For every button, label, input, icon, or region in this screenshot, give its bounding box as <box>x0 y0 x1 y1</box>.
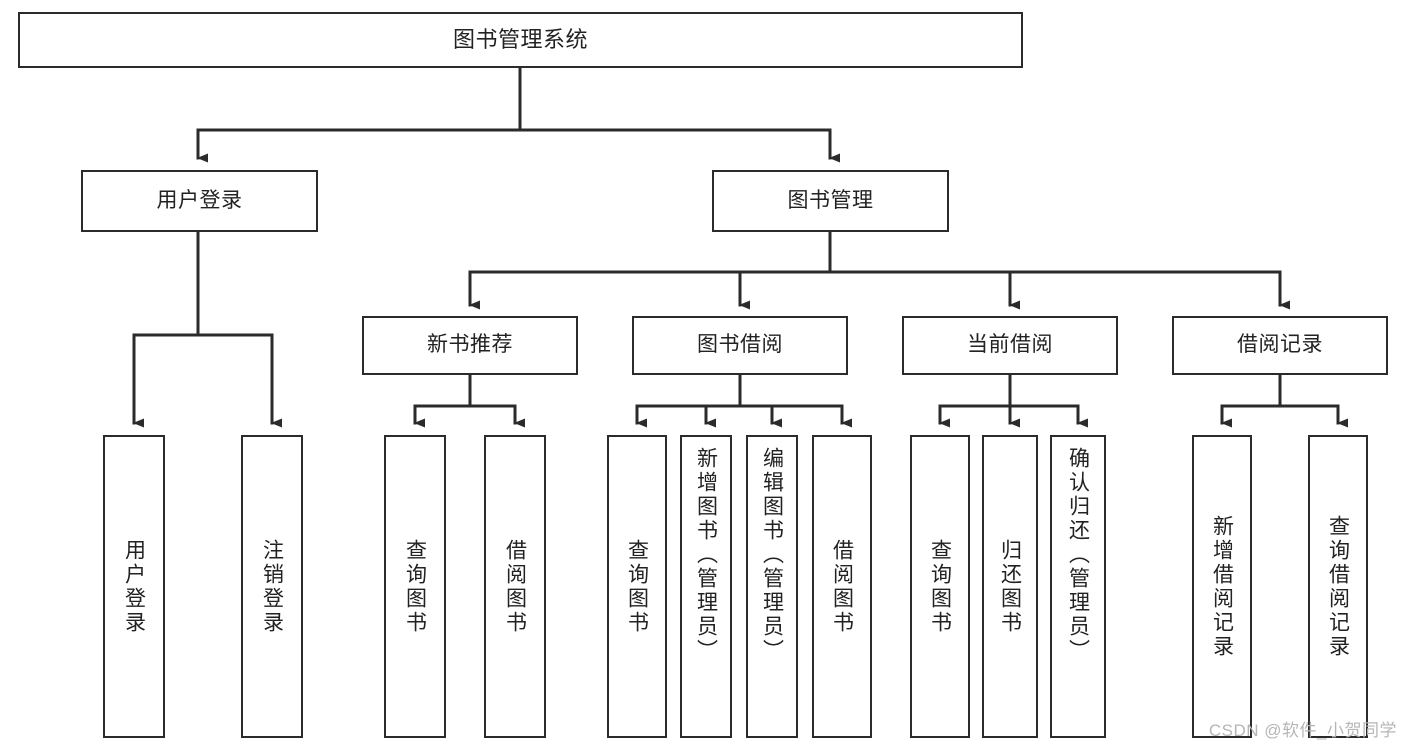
leaf-query-book-recommend[interactable]: 查询图书 <box>384 435 446 738</box>
node-label: 查询图书 <box>928 538 952 635</box>
watermark-text: CSDN @软件_小贺同学 <box>1208 721 1397 740</box>
leaf-user-login[interactable]: 用户登录 <box>103 435 165 738</box>
node-user-login[interactable]: 用户登录 <box>81 170 318 232</box>
leaf-borrow-book-borrow[interactable]: 借阅图书 <box>812 435 872 738</box>
node-label: 查询借阅记录 <box>1326 514 1350 659</box>
node-label: 用户登录 <box>122 538 146 635</box>
leaf-add-book-admin[interactable]: 新增图书（管理员） <box>680 435 732 738</box>
leaf-edit-book-admin[interactable]: 编辑图书（管理员） <box>746 435 798 738</box>
node-root-book-management-system[interactable]: 图书管理系统 <box>18 12 1023 68</box>
node-label: 确认归还（管理员） <box>1066 447 1090 663</box>
node-label: 当前借阅 <box>967 333 1053 357</box>
leaf-borrow-book-recommend[interactable]: 借阅图书 <box>484 435 546 738</box>
node-label: 用户登录 <box>156 188 243 212</box>
node-label: 新书推荐 <box>427 333 513 357</box>
node-label: 查询图书 <box>403 538 427 635</box>
node-label: 借阅图书 <box>503 538 527 635</box>
leaf-add-borrow-record[interactable]: 新增借阅记录 <box>1192 435 1252 738</box>
node-label: 编辑图书（管理员） <box>760 447 784 663</box>
node-label: 归还图书 <box>998 538 1022 635</box>
node-label: 查询图书 <box>625 538 649 635</box>
node-new-book-recommend[interactable]: 新书推荐 <box>362 316 578 375</box>
node-label: 借阅记录 <box>1237 333 1323 357</box>
leaf-query-book-current[interactable]: 查询图书 <box>910 435 970 738</box>
node-label: 借阅图书 <box>830 538 854 635</box>
leaf-query-book-borrow[interactable]: 查询图书 <box>607 435 667 738</box>
leaf-user-logout[interactable]: 注销登录 <box>241 435 303 738</box>
node-label: 图书管理 <box>787 188 874 212</box>
node-label: 注销登录 <box>260 538 284 635</box>
node-label: 新增借阅记录 <box>1210 514 1234 659</box>
node-borrow-record[interactable]: 借阅记录 <box>1172 316 1388 375</box>
leaf-query-borrow-record[interactable]: 查询借阅记录 <box>1308 435 1368 738</box>
node-book-manage[interactable]: 图书管理 <box>712 170 949 232</box>
node-label: 图书借阅 <box>697 333 783 357</box>
node-label: 图书管理系统 <box>452 27 588 53</box>
leaf-return-book[interactable]: 归还图书 <box>982 435 1038 738</box>
node-label: 新增图书（管理员） <box>694 447 718 663</box>
leaf-confirm-return-admin[interactable]: 确认归还（管理员） <box>1050 435 1106 738</box>
node-current-borrow[interactable]: 当前借阅 <box>902 316 1118 375</box>
node-book-borrow[interactable]: 图书借阅 <box>632 316 848 375</box>
